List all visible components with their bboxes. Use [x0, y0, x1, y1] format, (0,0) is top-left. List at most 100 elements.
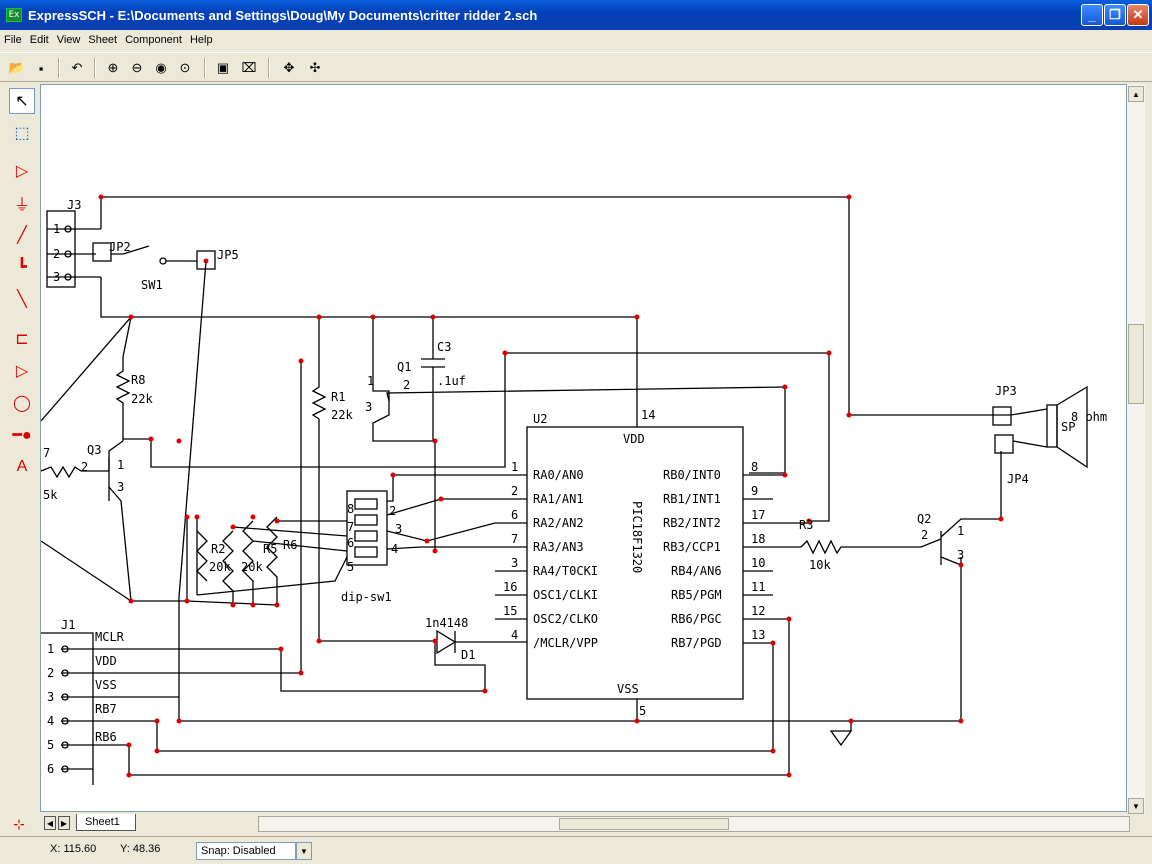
label-j1-pin3: 3: [47, 690, 54, 704]
label-pin9: 9: [751, 484, 758, 498]
label-pin10: 10: [751, 556, 765, 570]
label-rb5: RB5/PGM: [671, 588, 722, 602]
zoom-in-icon[interactable]: ⊕: [107, 60, 119, 75]
label-dip-pin3: 3: [395, 522, 402, 536]
app-icon: Ex: [6, 8, 22, 22]
menu-component[interactable]: Component: [125, 34, 182, 46]
tab-sheet1[interactable]: Sheet1: [76, 814, 136, 831]
horizontal-scrollbar[interactable]: [258, 816, 1130, 832]
label-q2: Q2: [917, 512, 931, 526]
label-q3-pin2: 2: [81, 460, 88, 474]
tab-next-icon[interactable]: ▶: [58, 816, 70, 830]
open-icon[interactable]: 📂: [8, 60, 26, 75]
wire-icon[interactable]: ╱: [17, 227, 27, 244]
label-osc1: OSC1/CLKI: [533, 588, 598, 602]
label-rb3: RB3/CCP1: [663, 540, 721, 554]
label-q1: Q1: [397, 360, 411, 374]
label-r3: R3: [799, 518, 813, 532]
undo-icon[interactable]: ↶: [71, 60, 83, 75]
menu-bar: File Edit View Sheet Component Help: [0, 30, 1152, 50]
schematic-canvas[interactable]: J3 1 2 3 JP2 JP5 SW1 R8 22k Q3 7 5k 2 1 …: [40, 84, 1127, 812]
label-c3-value: .1uf: [437, 374, 466, 388]
schematic-drawing: J3 1 2 3 JP2 JP5 SW1 R8 22k Q3 7 5k 2 1 …: [40, 194, 1107, 785]
menu-help[interactable]: Help: [189, 34, 213, 46]
label-speaker-value: 8 ohm: [1071, 410, 1107, 424]
label-dip-pin5: 5: [347, 560, 354, 574]
properties-icon[interactable]: ▣: [216, 60, 230, 75]
label-r2-value: 20k: [209, 560, 231, 574]
label-ra1: RA1/AN1: [533, 492, 584, 506]
pointer-icon[interactable]: ↖: [9, 88, 35, 114]
snap-select[interactable]: Snap: Disabled: [196, 842, 296, 860]
tab-prev-icon[interactable]: ◀: [44, 816, 56, 830]
label-j1-rb7: RB7: [95, 702, 117, 716]
label-rb2: RB2/INT2: [663, 516, 721, 530]
scroll-up-icon[interactable]: ▲: [1128, 86, 1144, 102]
save-icon[interactable]: ▪: [38, 60, 44, 76]
print-icon[interactable]: ⌧: [241, 60, 257, 75]
menu-file[interactable]: File: [4, 34, 22, 46]
ground-icon[interactable]: ⏚: [13, 197, 30, 214]
label-j3-pin1: 1: [53, 222, 60, 236]
bus-icon[interactable]: ┗: [17, 259, 27, 276]
label-j1-vdd: VDD: [95, 654, 117, 668]
label-pin1: 1: [511, 460, 518, 474]
menu-sheet[interactable]: Sheet: [88, 34, 118, 46]
zoom-fit-icon[interactable]: ◉: [155, 60, 167, 75]
snap-tool-icon[interactable]: ⊹: [13, 815, 25, 832]
label-pin12: 12: [751, 604, 765, 618]
label-q1-pin2: 2: [403, 378, 410, 392]
label-dip-pin6: 6: [347, 536, 354, 550]
label-osc2: OSC2/CLKO: [533, 612, 598, 626]
label-dip-pin7: 7: [347, 520, 354, 534]
bus-entry-icon[interactable]: ╲: [17, 291, 27, 308]
vertical-scroll-thumb[interactable]: [1128, 324, 1144, 404]
label-vdd: VDD: [623, 432, 645, 446]
label-pin16: 16: [503, 580, 517, 594]
label-j1-mclr: MCLR: [95, 630, 125, 644]
part-icon[interactable]: ⊏: [15, 331, 29, 348]
label-rb6: RB6/PGC: [671, 612, 722, 626]
label-j1-pin1: 1: [47, 642, 54, 656]
pan-icon[interactable]: ✥: [283, 60, 295, 75]
label-pin17: 17: [751, 508, 765, 522]
toolbar: 📂 ▪ ↶ ⊕ ⊖ ◉ ⊙ ▣ ⌧ ✥ ✣: [0, 52, 1152, 82]
label-u2: U2: [533, 412, 547, 426]
label-r1-value: 22k: [331, 408, 353, 422]
label-r8: R8: [131, 373, 145, 387]
horizontal-scroll-thumb[interactable]: [559, 818, 729, 830]
maximize-button[interactable]: ❐: [1104, 4, 1126, 26]
close-button[interactable]: ✕: [1127, 4, 1149, 26]
label-pin18: 18: [751, 532, 765, 546]
scroll-down-icon[interactable]: ▼: [1128, 798, 1144, 814]
component-icon[interactable]: ▷: [15, 163, 29, 180]
pan-center-icon[interactable]: ✣: [309, 60, 321, 75]
label-r7-pin: 7: [43, 446, 50, 460]
label-r5: R5: [263, 542, 277, 556]
junction-icon[interactable]: ━●: [12, 427, 32, 444]
text-icon[interactable]: A: [16, 458, 28, 475]
status-bar: X: 115.60 Y: 48.36 Snap: Disabled ▼: [0, 836, 1152, 864]
circle-icon[interactable]: ◯: [13, 395, 31, 412]
vertical-scrollbar[interactable]: ▲ ▼: [1127, 84, 1145, 814]
tool-palette: ↖ ⬚ ▷ ⏚ ╱ ┗ ╲ ⊏ ▷ ◯ ━● A: [4, 86, 38, 836]
zoom-area-icon[interactable]: ⊙: [179, 60, 191, 75]
sheet-tab-bar: ◀ ▶ Sheet1: [40, 814, 1130, 832]
label-j1-pin5: 5: [47, 738, 54, 752]
port-icon[interactable]: ▷: [15, 363, 29, 380]
label-j3-pin3: 3: [53, 270, 60, 284]
label-pin2: 2: [511, 484, 518, 498]
menu-view[interactable]: View: [56, 34, 81, 46]
label-ic-part: PIC18F1320: [630, 501, 644, 573]
status-x: X: 115.60: [50, 843, 97, 855]
toolbar-separator: [204, 58, 206, 78]
menu-edit[interactable]: Edit: [29, 34, 49, 46]
label-q3-pin1: 1: [117, 458, 124, 472]
zoom-out-icon[interactable]: ⊖: [131, 60, 143, 75]
select-area-icon[interactable]: ⬚: [14, 125, 30, 142]
chevron-down-icon[interactable]: ▼: [296, 842, 312, 860]
minimize-button[interactable]: _: [1081, 4, 1103, 26]
label-dip-pin2: 2: [389, 504, 396, 518]
label-q3-pin3: 3: [117, 480, 124, 494]
label-pin8: 8: [751, 460, 758, 474]
